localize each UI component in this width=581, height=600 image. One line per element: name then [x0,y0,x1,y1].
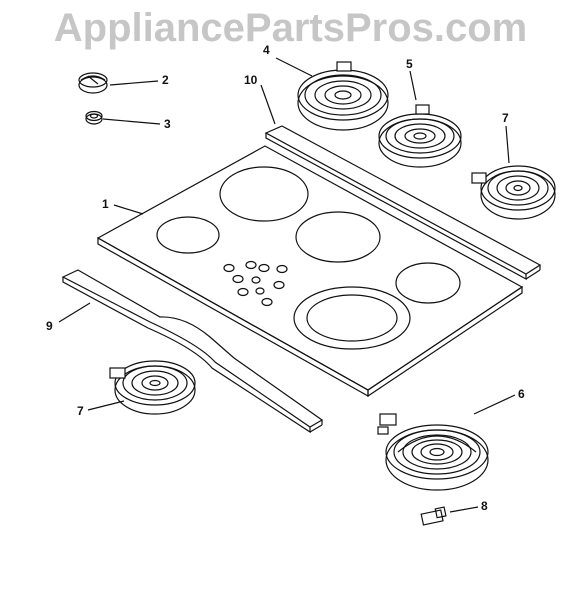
callout-6: 6 [518,387,525,401]
callout-8: 8 [481,499,488,513]
watermark-text: AppliancePartsPros.com [53,6,528,50]
callout-9: 9 [46,319,53,333]
control-knob[interactable] [78,72,108,94]
control-knob-holes [223,260,288,307]
front-trim[interactable] [61,269,324,434]
callout-3: 3 [164,117,171,131]
glass-cooktop[interactable] [96,145,524,398]
knob-insert[interactable] [85,110,103,125]
callout-7-upper: 7 [502,111,509,125]
callout-7-lower: 7 [77,404,84,418]
callout-1: 1 [102,197,109,211]
callout-2: 2 [162,73,169,87]
radiant-element[interactable] [471,165,556,220]
radiant-element[interactable] [378,104,462,168]
callout-4: 4 [263,43,270,57]
leader-lines [58,57,516,513]
terminal-block[interactable] [420,506,447,526]
callout-labels: 2 3 4 5 7 10 1 9 7 6 8 [46,43,525,513]
dual-radiant-element[interactable] [377,413,489,491]
callout-5: 5 [406,57,413,71]
radiant-element[interactable] [109,360,196,415]
radiant-element[interactable] [297,61,389,131]
callout-10: 10 [244,73,258,87]
rear-trim[interactable] [264,125,542,281]
